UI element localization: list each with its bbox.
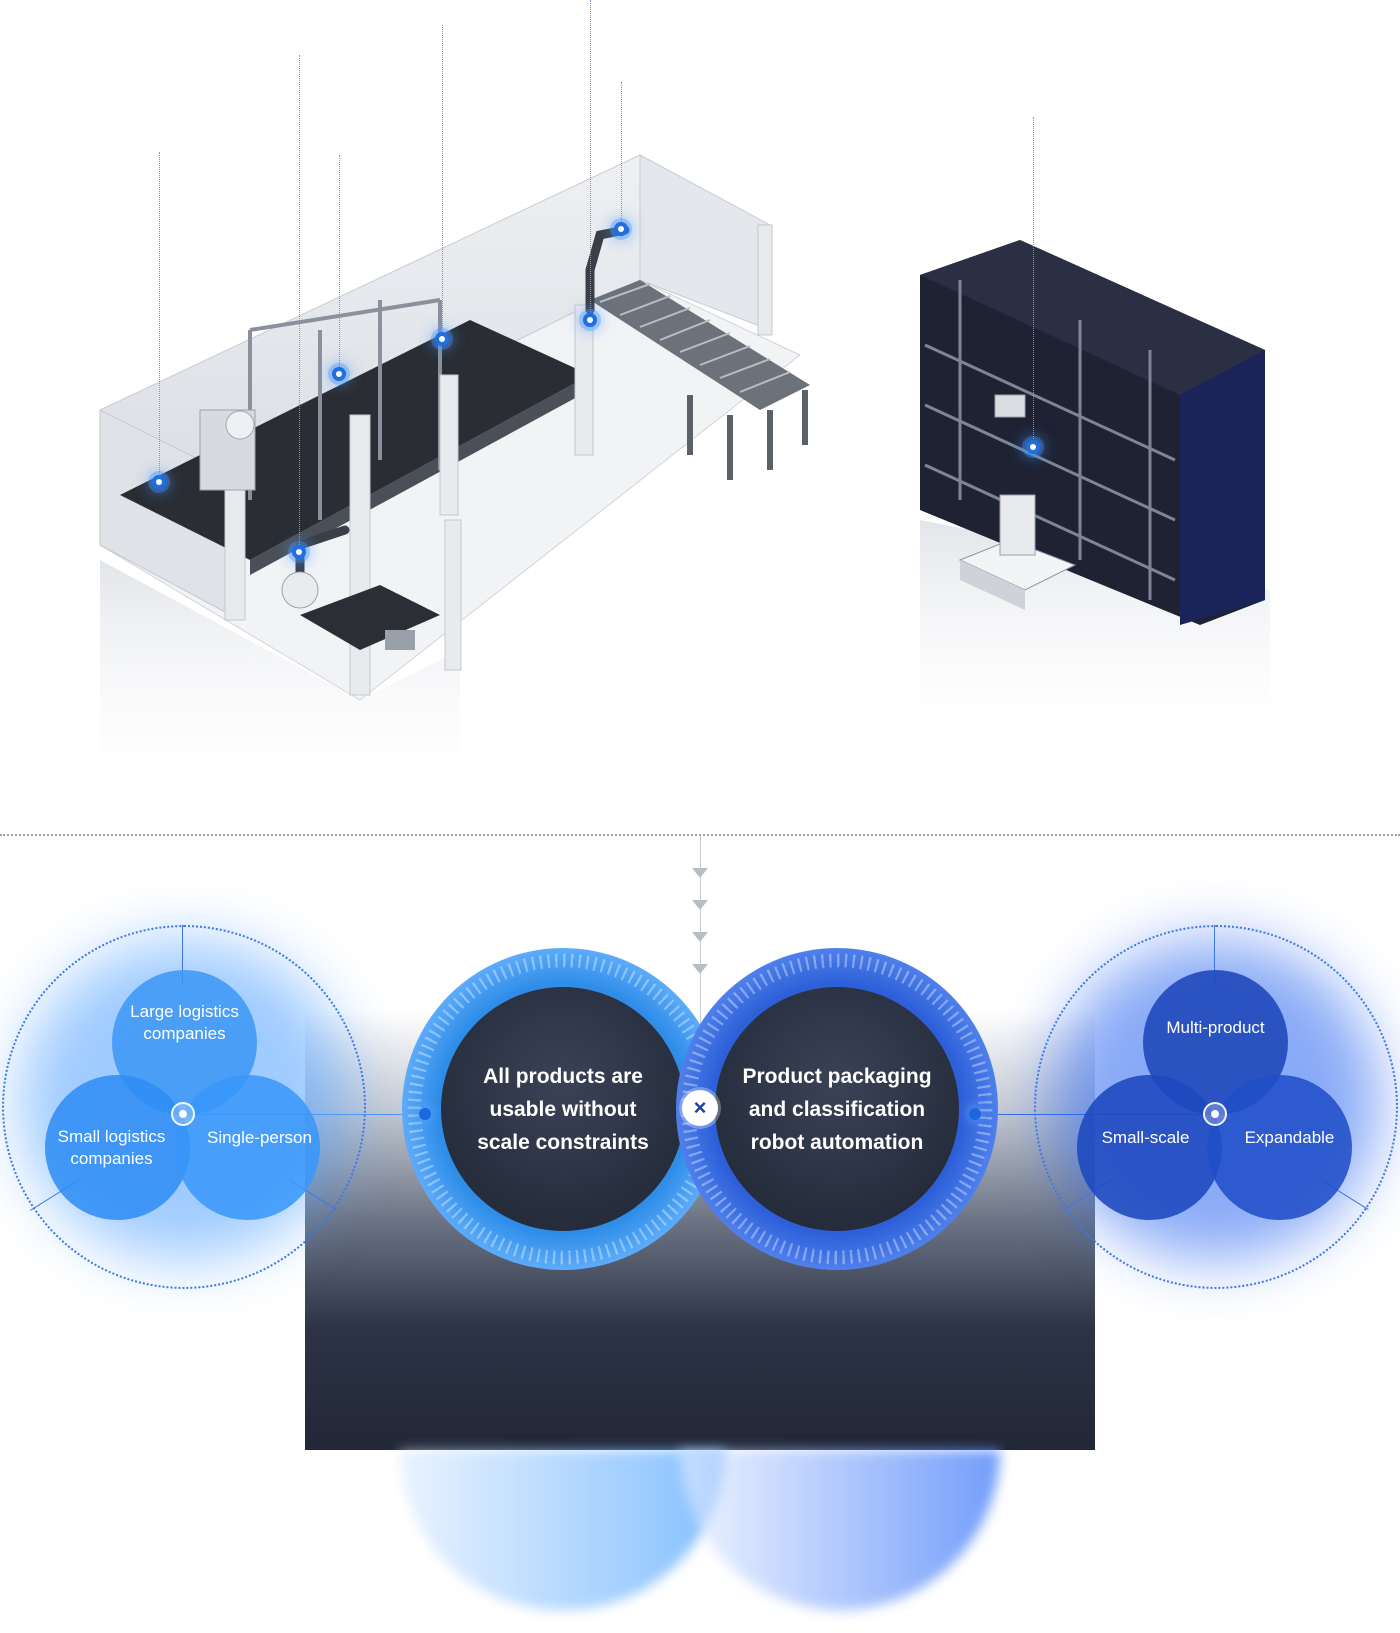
left-venn-left-line-1: Small logistics (57, 1126, 166, 1146)
right-venn-dashed-ring (1034, 925, 1398, 1289)
left-venn-top-line-1: Large logistics (130, 1001, 239, 1021)
left-venn-dashed-ring (2, 925, 366, 1289)
center-right-line-2: and classification (748, 1097, 926, 1121)
chevron-down-icon (692, 868, 708, 878)
left-venn-top-line-2: companies (143, 1023, 226, 1043)
guide-line (590, 0, 592, 320)
center-guide-line (700, 836, 701, 1086)
guide-line (299, 55, 301, 545)
reflection-right (680, 1450, 1000, 1610)
hotspot-dot-icon[interactable] (435, 332, 449, 346)
warehouse-illustration (98, 0, 1270, 810)
chevron-down-icon (692, 932, 708, 942)
center-left-line-2: usable without (489, 1097, 637, 1121)
hotspot-dot-icon[interactable] (152, 475, 166, 489)
left-venn-left-bubble: Small logistics companies (45, 1075, 190, 1220)
center-right-circle: Product packaging and classification rob… (715, 987, 959, 1231)
hotspot-dot-icon[interactable] (614, 222, 628, 236)
hotspot-dot-icon[interactable] (583, 313, 597, 327)
connector-dot-right (969, 1108, 981, 1120)
left-venn-top-tick (182, 925, 183, 985)
right-venn-left-bubble: Small-scale (1077, 1075, 1222, 1220)
left-venn-center-dot (171, 1102, 195, 1126)
chevron-down-icon (692, 964, 708, 974)
hotspot-dot-icon[interactable] (332, 367, 346, 381)
center-right-line-3: robot automation (750, 1130, 924, 1154)
right-venn-right-bubble: Expandable (1207, 1075, 1352, 1220)
chevron-down-icon (692, 900, 708, 910)
hotspot-dot-icon[interactable] (292, 545, 306, 559)
center-left-line-3: scale constraints (477, 1130, 649, 1154)
guide-line (621, 82, 623, 230)
guide-line (159, 152, 161, 482)
center-right-line-1: Product packaging (742, 1064, 932, 1088)
center-left-circle: All products are usable without scale co… (441, 987, 685, 1231)
guide-line (442, 25, 444, 340)
guide-line (339, 155, 341, 375)
guide-line (1033, 117, 1035, 447)
connector-dot-left (419, 1108, 431, 1120)
right-venn-top-label: Multi-product (1166, 1017, 1265, 1037)
left-venn-left-line-2: companies (70, 1148, 153, 1168)
reflection-left (400, 1450, 725, 1610)
left-venn-right-bubble: Single-person (175, 1075, 320, 1220)
left-venn-right-label: Single-person (207, 1127, 312, 1147)
right-venn-center-dot (1203, 1102, 1227, 1126)
right-venn-top-tick (1214, 925, 1215, 985)
hotspot-dot-icon[interactable] (1026, 440, 1040, 454)
right-venn-left-label: Small-scale (1101, 1127, 1190, 1147)
center-left-line-1: All products are (483, 1064, 643, 1088)
right-venn-right-label: Expandable (1244, 1127, 1335, 1147)
section-divider (0, 834, 1400, 836)
warehouse-scene-graphic (98, 154, 1270, 810)
multiply-icon[interactable]: × (682, 1090, 718, 1126)
